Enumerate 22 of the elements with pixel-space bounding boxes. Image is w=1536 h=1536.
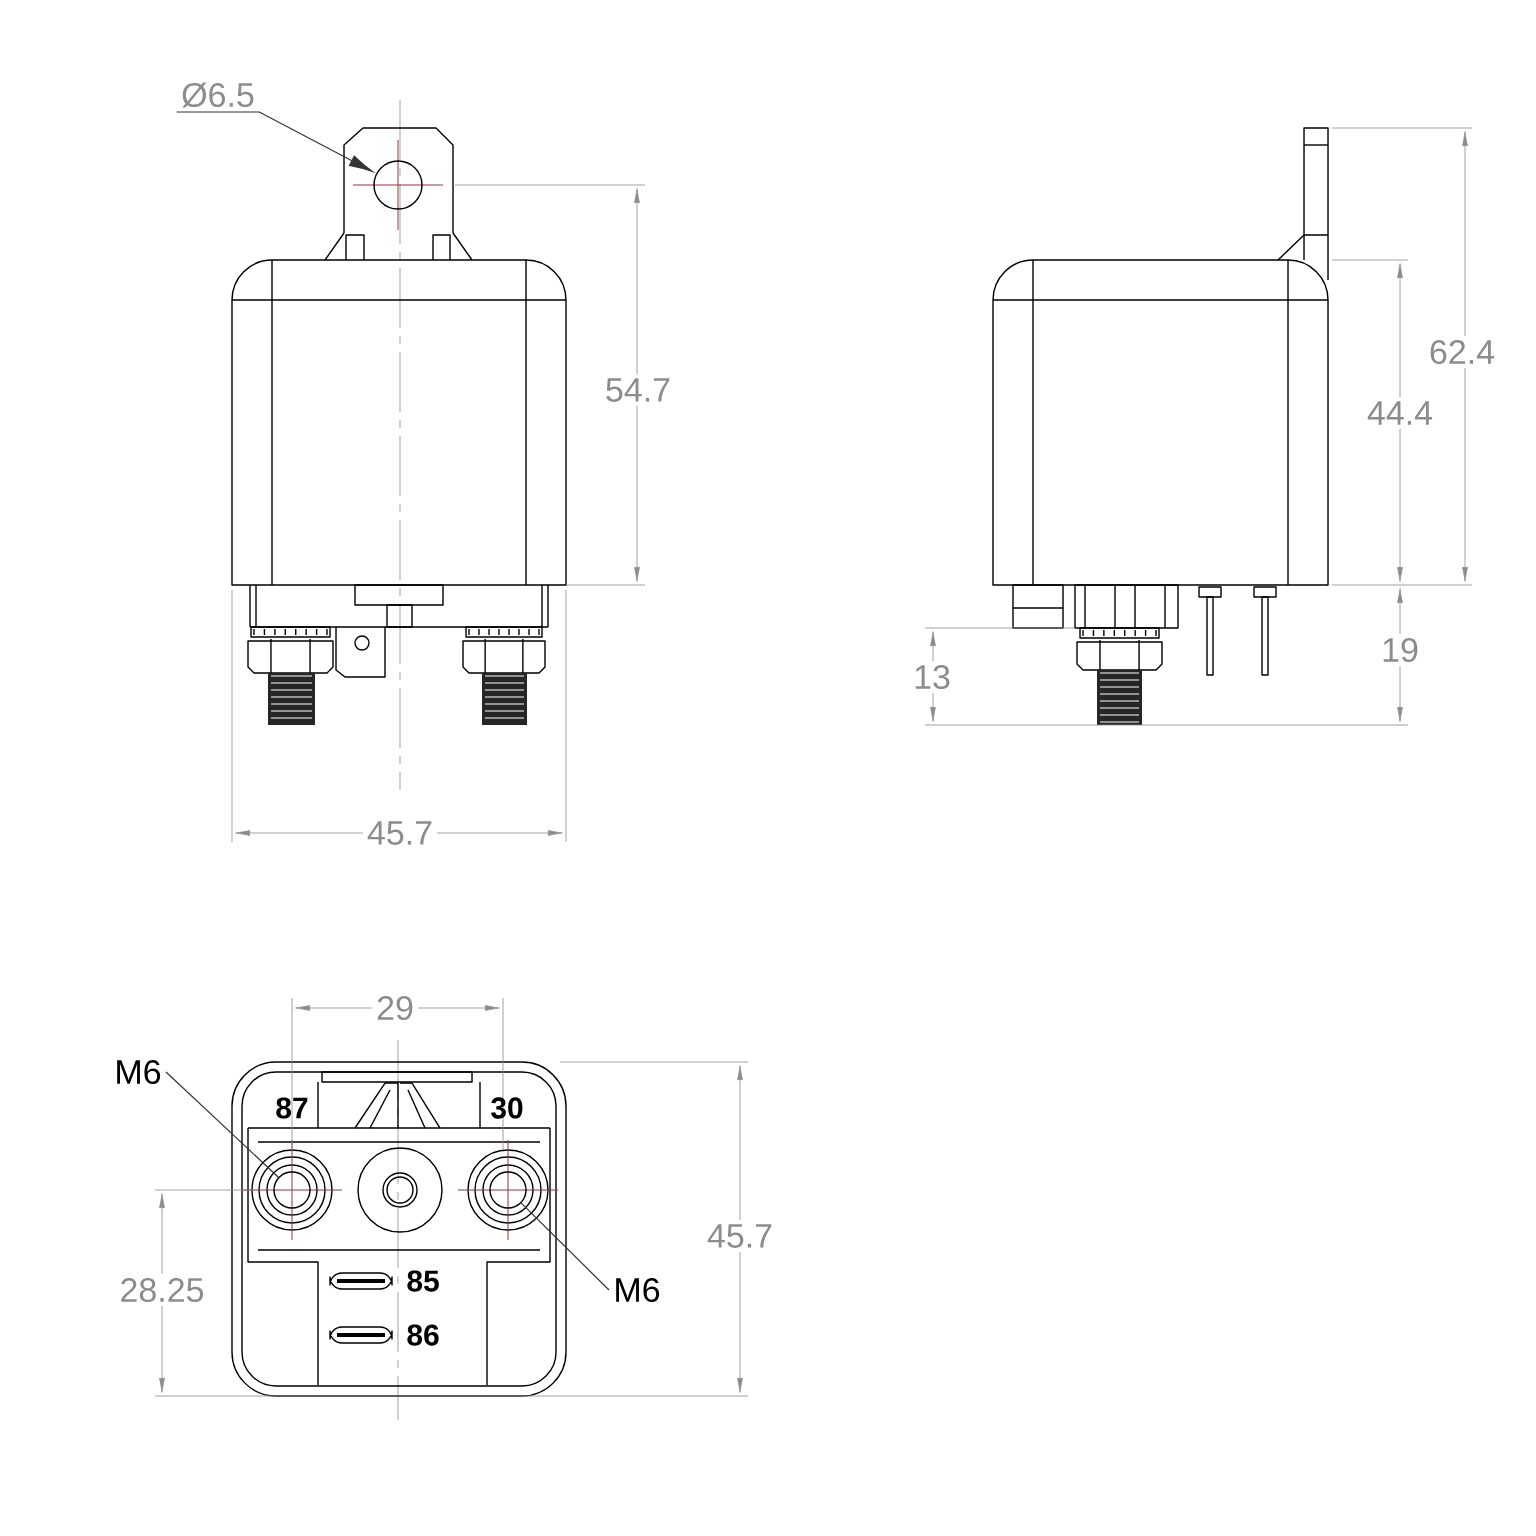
dimension-value: 44.4 [1362, 397, 1438, 429]
terminal-number: 85 [407, 1270, 439, 1292]
dimension-value: 19 [1377, 633, 1423, 667]
callout-text: Ø6.5 [182, 82, 254, 108]
dimension-value: 13 [909, 660, 955, 694]
dimension-value: 45.7 [702, 1220, 778, 1252]
leader-line [520, 1202, 610, 1291]
dimension-value: 62.4 [1424, 335, 1500, 369]
hole [273, 1171, 311, 1209]
terminal-number: 86 [407, 1324, 439, 1346]
leader-line [165, 1071, 279, 1178]
dimension-value: 29 [372, 991, 418, 1025]
dimension-value: 54.7 [600, 374, 676, 406]
callout-text: M6 [616, 1278, 660, 1303]
dimension-value: 28.25 [115, 1274, 209, 1307]
hole [373, 160, 423, 210]
leader-line [176, 111, 373, 173]
terminal-number: 30 [491, 1097, 523, 1119]
callout-text: M6 [117, 1059, 161, 1085]
dimension-value: 45.7 [362, 817, 438, 849]
terminal-number: 87 [276, 1097, 308, 1119]
hole [489, 1171, 527, 1209]
